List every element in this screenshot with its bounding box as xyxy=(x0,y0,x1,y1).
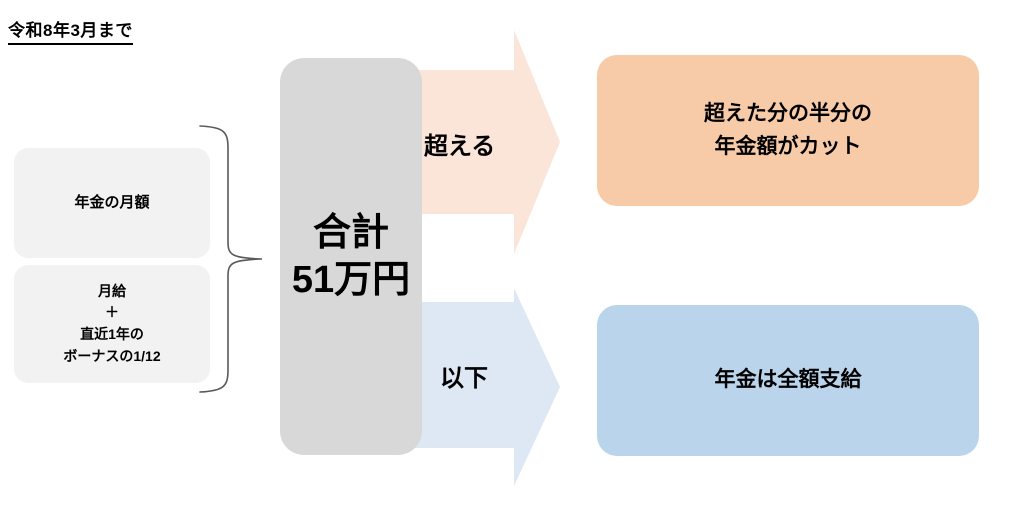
salary-line-2-plus: ＋ xyxy=(105,304,119,321)
arrow-exceed xyxy=(410,30,560,254)
input-box-salary-bonus-text: 月給 ＋ 直近1年の ボーナスの1/12 xyxy=(63,281,160,368)
total-amount-box: 合計 51万円 xyxy=(280,58,422,455)
total-amount-text: 合計 51万円 xyxy=(292,210,410,303)
input-box-pension-monthly-label: 年金の月額 xyxy=(74,194,150,212)
result-cut-line-2: 年金額がカット xyxy=(714,134,862,158)
total-value: 51万円 xyxy=(291,258,411,301)
salary-line-1: 月給 xyxy=(98,282,126,299)
result-box-pension-cut-text: 超えた分の半分の 年金額がカット xyxy=(704,98,872,163)
result-box-pension-full-text: 年金は全額支給 xyxy=(715,364,862,397)
input-box-salary-bonus: 月給 ＋ 直近1年の ボーナスの1/12 xyxy=(14,265,210,383)
page-title: 令和8年3月まで xyxy=(8,21,133,45)
arrow-under xyxy=(410,288,560,486)
arrow-exceed-label: 超える xyxy=(424,133,496,160)
result-box-pension-cut: 超えた分の半分の 年金額がカット xyxy=(597,55,979,206)
input-box-pension-monthly: 年金の月額 xyxy=(14,148,210,258)
total-label: 合計 xyxy=(312,212,389,255)
result-cut-line-1: 超えた分の半分の xyxy=(704,101,872,125)
salary-line-3: 直近1年の xyxy=(80,326,144,342)
curly-brace-connector xyxy=(198,124,266,394)
result-box-pension-full: 年金は全額支給 xyxy=(597,305,979,456)
result-full-line-1: 年金は全額支給 xyxy=(714,368,862,392)
arrow-under-label: 以下 xyxy=(440,365,488,392)
salary-line-4: ボーナスの1/12 xyxy=(63,347,161,364)
